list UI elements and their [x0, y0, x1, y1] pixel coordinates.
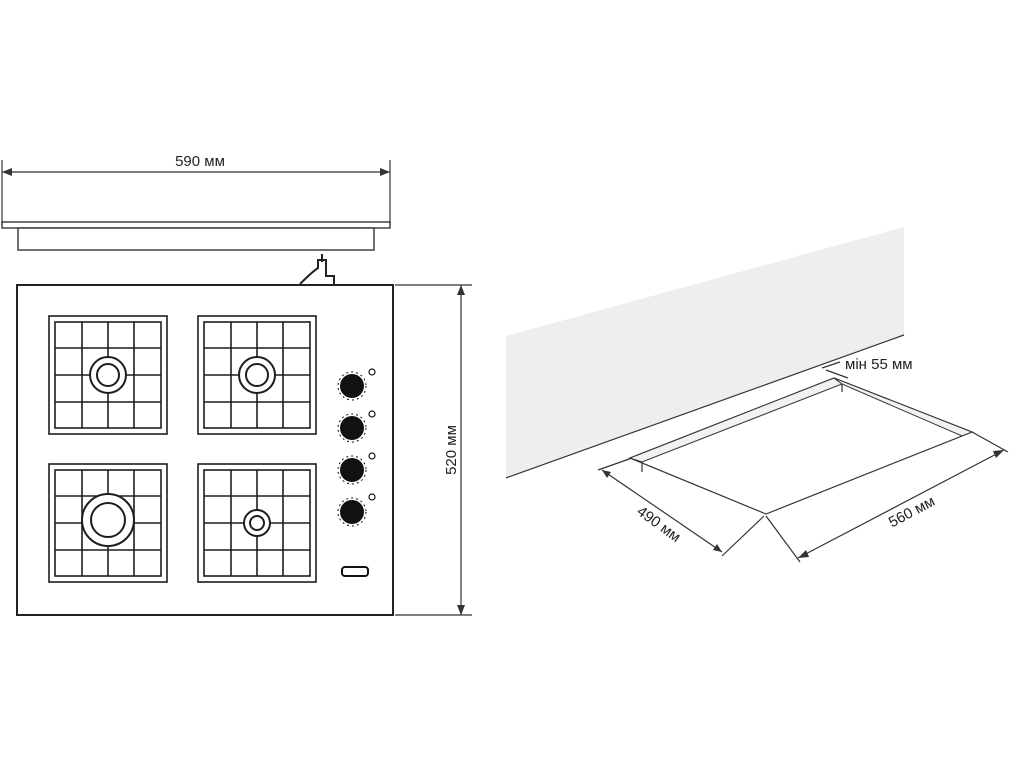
- burner-grate-bottom-right: [197, 463, 317, 583]
- burner-grate-top-left: [48, 315, 168, 435]
- gas-connector-icon: [299, 254, 335, 285]
- width-label: 590 мм: [175, 153, 225, 170]
- control-knobs: [337, 368, 376, 577]
- burner-grates: [48, 315, 317, 583]
- width-dimension: 590 мм: [1, 153, 391, 225]
- knob-3: [337, 452, 376, 485]
- top-view: 520 мм: [16, 254, 472, 616]
- hob-top-plate: [16, 284, 394, 616]
- installation-view: мін 55 мм 490 мм 560 мм: [505, 227, 1009, 563]
- burner-grate-bottom-left: [48, 463, 168, 583]
- min-gap-dimension: мін 55 мм: [821, 356, 913, 379]
- burner-grate-top-right: [197, 315, 317, 435]
- min-gap-label: мін 55 мм: [845, 356, 913, 373]
- knob-2: [337, 410, 376, 443]
- knob-4: [337, 493, 376, 527]
- knob-1: [337, 368, 376, 401]
- hob-top-plate-profile: [1, 221, 391, 229]
- ignition-button: [341, 566, 369, 577]
- hob-body-profile: [17, 227, 375, 251]
- wall-panel: [506, 227, 904, 478]
- side-profile-view: 590 мм: [1, 153, 391, 251]
- depth-label: 520 мм: [443, 425, 460, 475]
- depth-dimension: 520 мм: [395, 284, 472, 616]
